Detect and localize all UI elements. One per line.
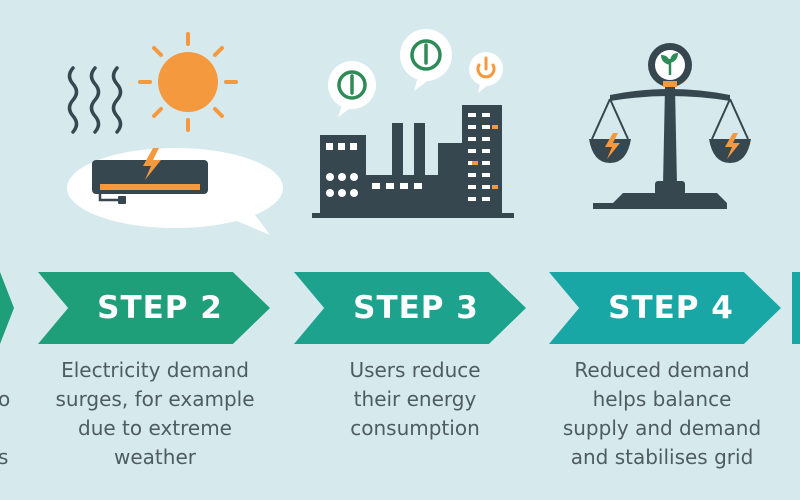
lightning-icon: [725, 133, 740, 159]
air-conditioner-heat-icon: [67, 32, 283, 235]
step-3-label: STEP 3: [353, 290, 479, 326]
lightning-icon: [605, 133, 620, 159]
factory-lit-windows-icon: [472, 125, 498, 189]
power-bubble-icon-1: [328, 61, 376, 117]
step-4-description: Reduced demand helps balance supply and …: [562, 358, 762, 469]
light-bulb-icon: [648, 43, 692, 87]
step-4-label: STEP 4: [608, 290, 734, 326]
factory-power-icon: [312, 29, 514, 218]
ac-unit-icon: [92, 148, 208, 204]
step-4-arrow: STEP 4: [549, 272, 781, 344]
step-5-arrow-partial: [792, 272, 800, 344]
step-1-arrow-partial: [0, 272, 14, 344]
step-3-description: Users reduce their energy consumption: [349, 358, 481, 440]
balance-scale-icon: [589, 43, 751, 209]
step-2-description: Electricity demand surges, for example d…: [55, 358, 255, 469]
step-1-description-partial-2: s: [0, 445, 9, 469]
sun-icon: [138, 32, 238, 132]
power-bubble-icon-3: [469, 52, 503, 93]
step-1-description-partial: o: [0, 387, 11, 411]
heat-waves-icon: [67, 66, 123, 134]
power-bubble-icon-2: [400, 29, 452, 91]
step-2-label: STEP 2: [97, 290, 223, 326]
step-2-arrow: STEP 2: [38, 272, 270, 344]
step-3-arrow: STEP 3: [294, 272, 526, 344]
